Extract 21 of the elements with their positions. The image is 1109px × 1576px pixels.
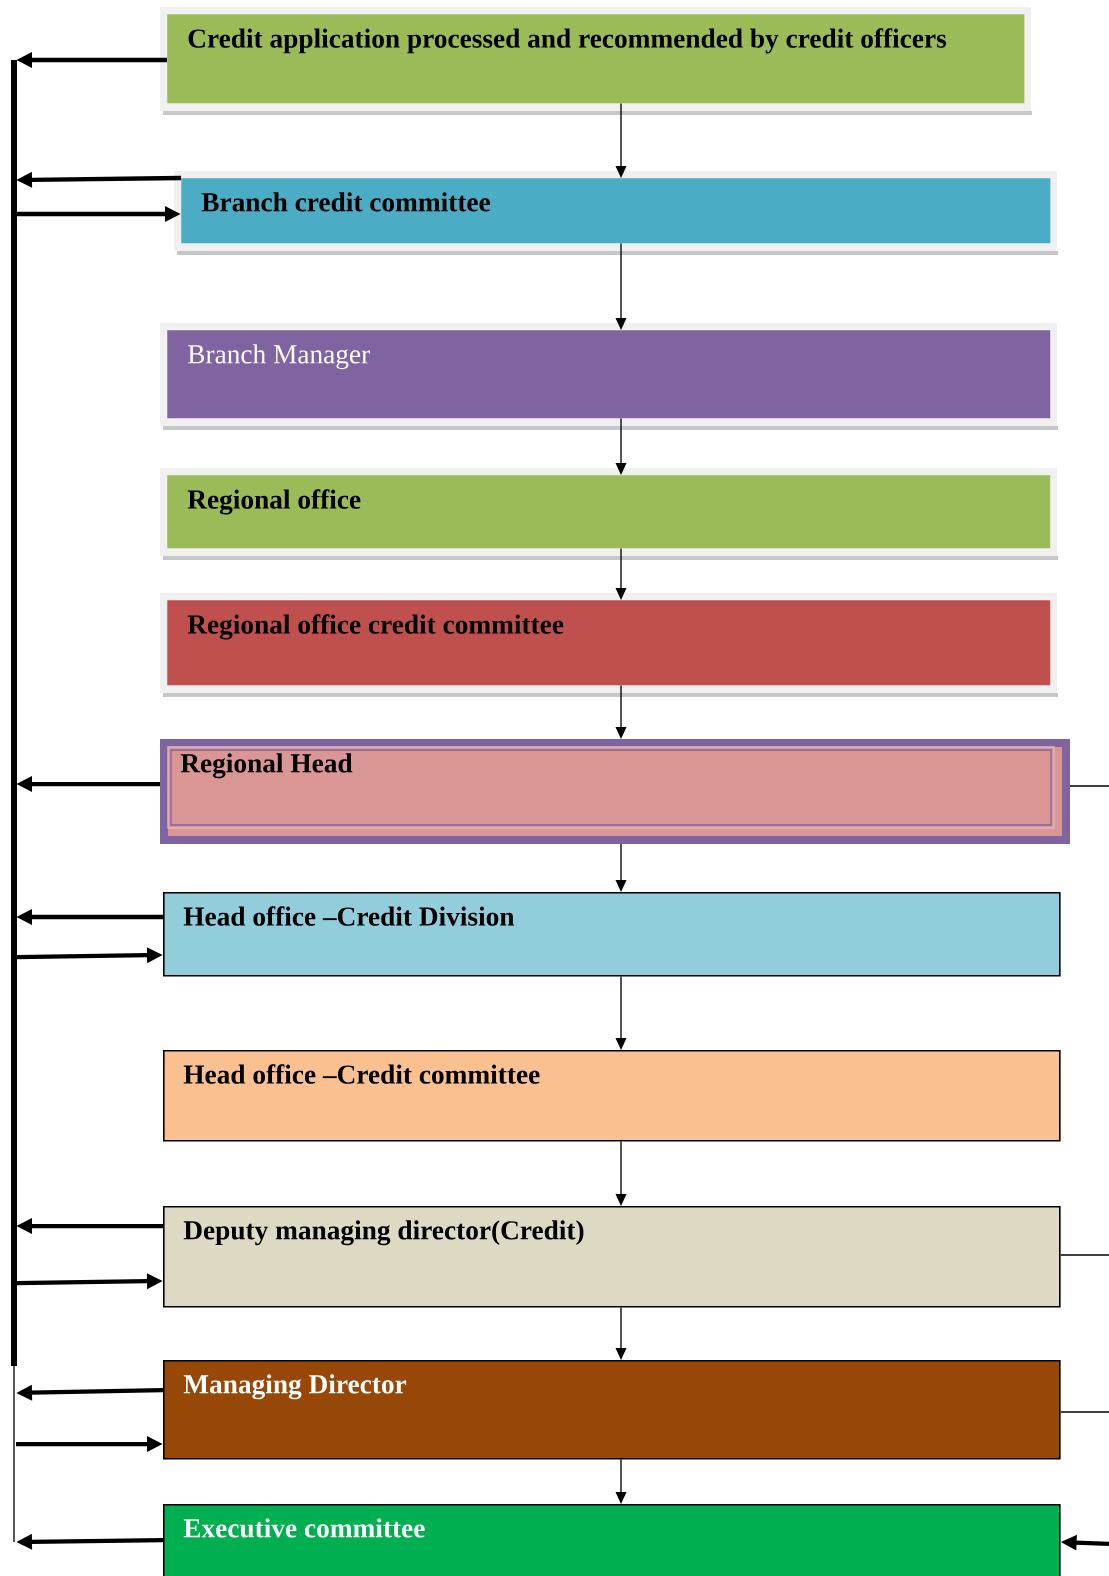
arrow (615, 975, 627, 1050)
process-box: Branch Manager (160, 323, 1058, 430)
arrow (615, 843, 627, 892)
process-box: Branch credit committee (174, 171, 1058, 255)
process-box: Regional Head (160, 739, 1070, 845)
arrow (615, 102, 627, 178)
arrow (615, 242, 627, 330)
arrow (615, 684, 627, 739)
arrow (615, 417, 627, 475)
process-box: Executive committee (163, 1504, 1061, 1576)
arrow (615, 547, 627, 600)
process-box: Managing Director (163, 1360, 1061, 1460)
process-box: Deputy managing director(Credit) (163, 1206, 1061, 1308)
process-box: Head office –Credit committee (163, 1050, 1061, 1142)
arrow (615, 1140, 627, 1206)
process-box: Regional office (160, 468, 1058, 560)
arrow (615, 1458, 627, 1504)
process-box: Regional office credit committee (160, 593, 1058, 697)
arrow (615, 1306, 627, 1360)
process-box: Head office –Credit Division (163, 892, 1061, 977)
process-box: Credit application processed and recommended by credit officers (160, 7, 1032, 115)
